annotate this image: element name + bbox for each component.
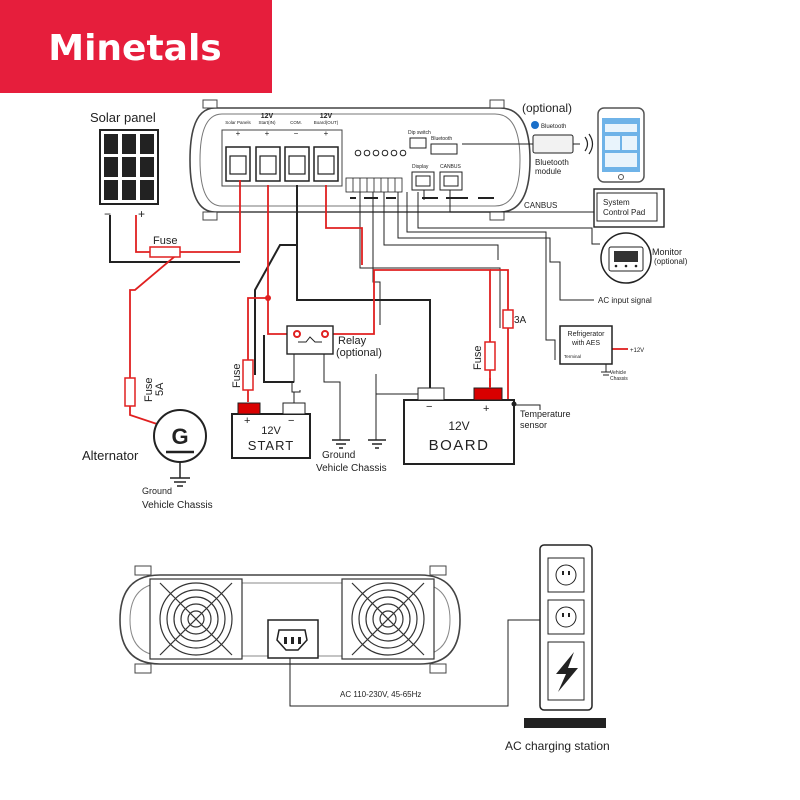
fuse-label-5a-b: 5A [154, 382, 166, 396]
temp-sensor-label-a: Temperature [520, 409, 571, 419]
svg-text:+: + [265, 129, 270, 138]
fuse-label-3a: 3A [514, 315, 527, 326]
fuse-label-board: Fuse [472, 346, 484, 370]
solar-minus: − [104, 207, 111, 221]
term-start-in: Start(IN) [258, 120, 276, 125]
solar-plus: + [138, 207, 145, 221]
start-battery-name: START [248, 438, 294, 453]
monitor-display: Monitor (optional) [600, 232, 688, 284]
fan-left [149, 578, 243, 660]
fuse-label-start: Fuse [231, 364, 243, 388]
solar-panel: Solar panel − + [90, 110, 159, 221]
svg-text:−: − [294, 129, 299, 138]
alternator-label: Alternator [82, 448, 139, 463]
fan-right [341, 578, 435, 660]
relay-optional-label: (optional) [336, 347, 382, 359]
board-battery-minus: − [426, 401, 432, 413]
ac-input-signal-label: AC input signal [598, 296, 652, 305]
dip-switch-label: Dip switch [408, 130, 431, 136]
signal-wires [359, 143, 607, 410]
monitor-label-b: (optional) [654, 257, 688, 266]
brand-logo-text: Minetals [48, 28, 221, 69]
dc-charger-unit: Solar Panels 12V Start(IN) COM. 12V Boar… [189, 99, 531, 221]
vehicle-chassis-label-alt: Vehicle Chassis [142, 500, 213, 511]
fuses [124, 246, 514, 407]
board-battery: − + 12V BOARD [375, 374, 517, 465]
board-battery-name: BOARD [429, 437, 490, 454]
board-battery-voltage: 12V [448, 419, 469, 433]
term-12v-a: 12V [261, 113, 274, 120]
bluetooth-module-label-a: Bluetooth [535, 158, 569, 167]
start-battery-minus: − [288, 415, 294, 427]
alternator-g: G [171, 424, 188, 449]
fuse-label-5a-a: Fuse [143, 378, 155, 402]
black-wires [109, 185, 431, 383]
smartphone-app [597, 107, 645, 183]
fridge-label-b: with AES [571, 340, 600, 347]
bluetooth-module: (optional) Bluetooth Bluetooth module [522, 101, 594, 176]
relay-label: Relay [338, 335, 367, 347]
term-solar: Solar Panels [225, 120, 251, 125]
bluetooth-logo-text: Bluetooth [541, 124, 566, 130]
svg-text:+: + [236, 129, 241, 138]
start-battery: + − 12V START [231, 392, 311, 459]
brand-logo: Minetals [0, 0, 272, 93]
fridge-label-a: Refrigerator [568, 331, 606, 338]
fridge-terminal-label: Terminal [564, 354, 581, 359]
bluetooth-port-label: Bluetooth [431, 136, 452, 142]
solar-panel-label: Solar panel [90, 110, 156, 125]
bluetooth-optional: (optional) [522, 101, 572, 115]
svg-text:+: + [324, 129, 329, 138]
term-12v-b: 12V [320, 113, 333, 120]
red-wires [129, 180, 628, 426]
relay: Relay (optional) [286, 325, 382, 440]
fuse-label-solar: Fuse [153, 235, 177, 247]
ac-voltage-label: AC 110-230V, 45-65Hz [340, 690, 421, 699]
monitor-label-a: Monitor [652, 247, 682, 257]
fridge-chassis-label-b: Chassis [610, 376, 628, 382]
fridge-12v-label: +12V [630, 348, 644, 354]
term-board-out: Board(OUT) [314, 120, 339, 125]
refrigerator-aes: Refrigerator with AES Terminal +12V Vehi… [559, 325, 644, 382]
start-battery-voltage: 12V [261, 425, 281, 437]
alternator: G Alternator Ground Vehicle Chassis [82, 409, 213, 511]
control-pad-label-b: Control Pad [603, 208, 645, 217]
start-battery-plus: + [244, 415, 250, 427]
display-port-label: Display [412, 164, 429, 170]
vehicle-chassis-label-relay: Vehicle Chassis [316, 463, 387, 474]
canbus-wire-label: CANBUS [524, 201, 557, 210]
temp-sensor-label-b: sensor [520, 420, 547, 430]
canbus-port-label: CANBUS [440, 164, 462, 170]
ac-charging-station: AC charging station [505, 544, 610, 753]
term-com: COM. [290, 120, 302, 125]
ac-inlet-socket [267, 619, 319, 659]
board-battery-plus: + [483, 403, 489, 415]
fridge-chassis-label-a: Vehicle [610, 370, 626, 376]
ground-label-alt: Ground [142, 486, 172, 496]
ground-label-relay: Ground [322, 450, 355, 461]
control-pad-label-a: System [603, 198, 630, 207]
charging-station-label: AC charging station [505, 739, 610, 753]
inverter-unit: AC 110-230V, 45-65Hz [119, 565, 548, 707]
bluetooth-module-label-b: module [535, 167, 562, 176]
system-control-pad: System Control Pad [593, 188, 665, 228]
ground-symbols [170, 439, 386, 487]
